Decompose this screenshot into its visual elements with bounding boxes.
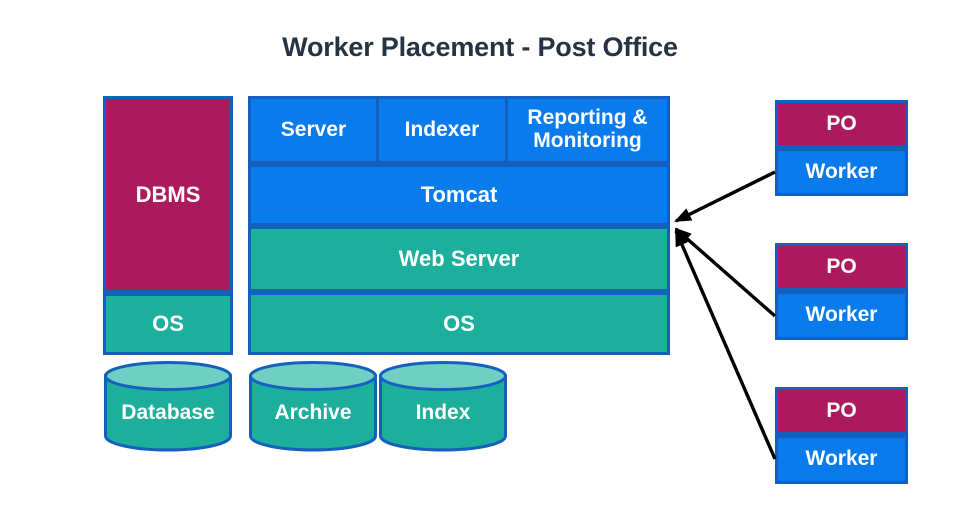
page-title: Worker Placement - Post Office bbox=[282, 32, 678, 62]
database-server-os-label: OS bbox=[152, 311, 184, 337]
dbms-box: DBMS bbox=[103, 96, 233, 293]
client-1-worker-label: Worker bbox=[805, 159, 878, 183]
client-2-po-label: PO bbox=[826, 254, 857, 278]
client-3-worker-box: Worker bbox=[775, 435, 908, 484]
server-label: Server bbox=[280, 117, 347, 141]
arrow-client-1 bbox=[674, 170, 776, 223]
client-1-po-box: PO bbox=[775, 100, 908, 148]
tomcat-label: Tomcat bbox=[420, 182, 498, 208]
arrow-client-2 bbox=[674, 227, 777, 318]
app-server-os-label: OS bbox=[443, 310, 475, 336]
client-3-po-box: PO bbox=[775, 387, 908, 435]
client-2-worker-box: Worker bbox=[775, 291, 908, 340]
client-3-worker-label: Worker bbox=[805, 447, 878, 471]
client-2-worker-label: Worker bbox=[805, 303, 878, 327]
server-box: Server bbox=[248, 96, 379, 164]
client-3-po-label: PO bbox=[826, 398, 857, 422]
dbms-label: DBMS bbox=[135, 181, 201, 207]
archive-cylinder: Archive bbox=[248, 360, 378, 452]
arrow-client-3 bbox=[674, 229, 777, 460]
indexer-label: Indexer bbox=[404, 117, 480, 141]
tomcat-box: Tomcat bbox=[248, 164, 670, 226]
web-server-label: Web Server bbox=[398, 246, 520, 272]
client-1-po-label: PO bbox=[826, 111, 857, 135]
reporting-monitoring-label: Reporting & Monitoring bbox=[527, 106, 648, 152]
index-cylinder: Index bbox=[378, 360, 508, 452]
database-server-os-box: OS bbox=[103, 293, 233, 355]
app-server-os-box: OS bbox=[248, 292, 670, 355]
database-cylinder: Database bbox=[103, 360, 233, 452]
client-2-po-box: PO bbox=[775, 243, 908, 291]
reporting-monitoring-box: Reporting & Monitoring bbox=[505, 96, 670, 164]
web-server-box: Web Server bbox=[248, 226, 670, 292]
indexer-box: Indexer bbox=[376, 96, 508, 164]
client-1-worker-box: Worker bbox=[775, 148, 908, 196]
